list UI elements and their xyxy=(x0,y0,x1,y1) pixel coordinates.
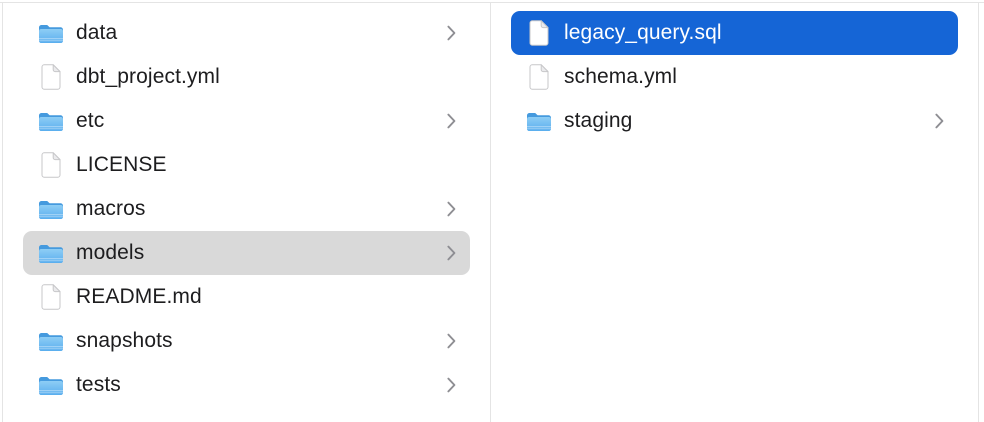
list-item-legacy-query-sql[interactable]: legacy_query.sql xyxy=(511,11,958,55)
item-label: models xyxy=(76,241,145,264)
list-item-schema-yml[interactable]: schema.yml xyxy=(511,55,958,99)
item-label: LICENSE xyxy=(76,153,167,176)
list-item-license[interactable]: LICENSE xyxy=(23,143,470,187)
file-icon xyxy=(38,63,64,91)
column-divider-middle xyxy=(490,2,491,422)
item-label: etc xyxy=(76,109,105,132)
item-label: macros xyxy=(76,197,146,220)
chevron-right-icon xyxy=(439,201,456,217)
item-label: legacy_query.sql xyxy=(564,21,722,44)
file-icon xyxy=(526,63,552,91)
list-item-etc[interactable]: etc xyxy=(23,99,470,143)
list-item-tests[interactable]: tests xyxy=(23,363,470,407)
item-label: snapshots xyxy=(76,329,173,352)
item-label: README.md xyxy=(76,285,202,308)
file-icon xyxy=(38,151,64,179)
chevron-right-icon xyxy=(439,333,456,349)
file-icon xyxy=(526,19,552,47)
folder-icon xyxy=(526,107,552,135)
folder-icon xyxy=(38,195,64,223)
chevron-right-icon xyxy=(439,245,456,261)
chevron-right-icon xyxy=(439,113,456,129)
item-label: schema.yml xyxy=(564,65,678,88)
item-label: tests xyxy=(76,373,121,396)
list-item-macros[interactable]: macros xyxy=(23,187,470,231)
item-label: dbt_project.yml xyxy=(76,65,220,88)
folder-icon xyxy=(38,327,64,355)
item-label: data xyxy=(76,21,118,44)
chevron-right-icon xyxy=(439,377,456,393)
folder-icon xyxy=(38,371,64,399)
list-item-dbt-project-yml[interactable]: dbt_project.yml xyxy=(23,55,470,99)
folder-icon xyxy=(38,19,64,47)
item-label: staging xyxy=(564,109,633,132)
file-icon xyxy=(38,283,64,311)
column-divider-right xyxy=(978,2,979,422)
file-column-project-root: data xyxy=(3,3,490,422)
file-column-models-contents: legacy_query.sql xyxy=(491,3,978,422)
list-item-data[interactable]: data xyxy=(23,11,470,55)
list-item-readme-md[interactable]: README.md xyxy=(23,275,470,319)
folder-icon xyxy=(38,239,64,267)
list-item-staging[interactable]: staging xyxy=(511,99,958,143)
list-item-models[interactable]: models xyxy=(23,231,470,275)
list-item-snapshots[interactable]: snapshots xyxy=(23,319,470,363)
chevron-right-icon xyxy=(927,113,944,129)
folder-icon xyxy=(38,107,64,135)
panel-top-border xyxy=(0,2,984,3)
column-divider-left xyxy=(2,2,3,422)
chevron-right-icon xyxy=(439,25,456,41)
